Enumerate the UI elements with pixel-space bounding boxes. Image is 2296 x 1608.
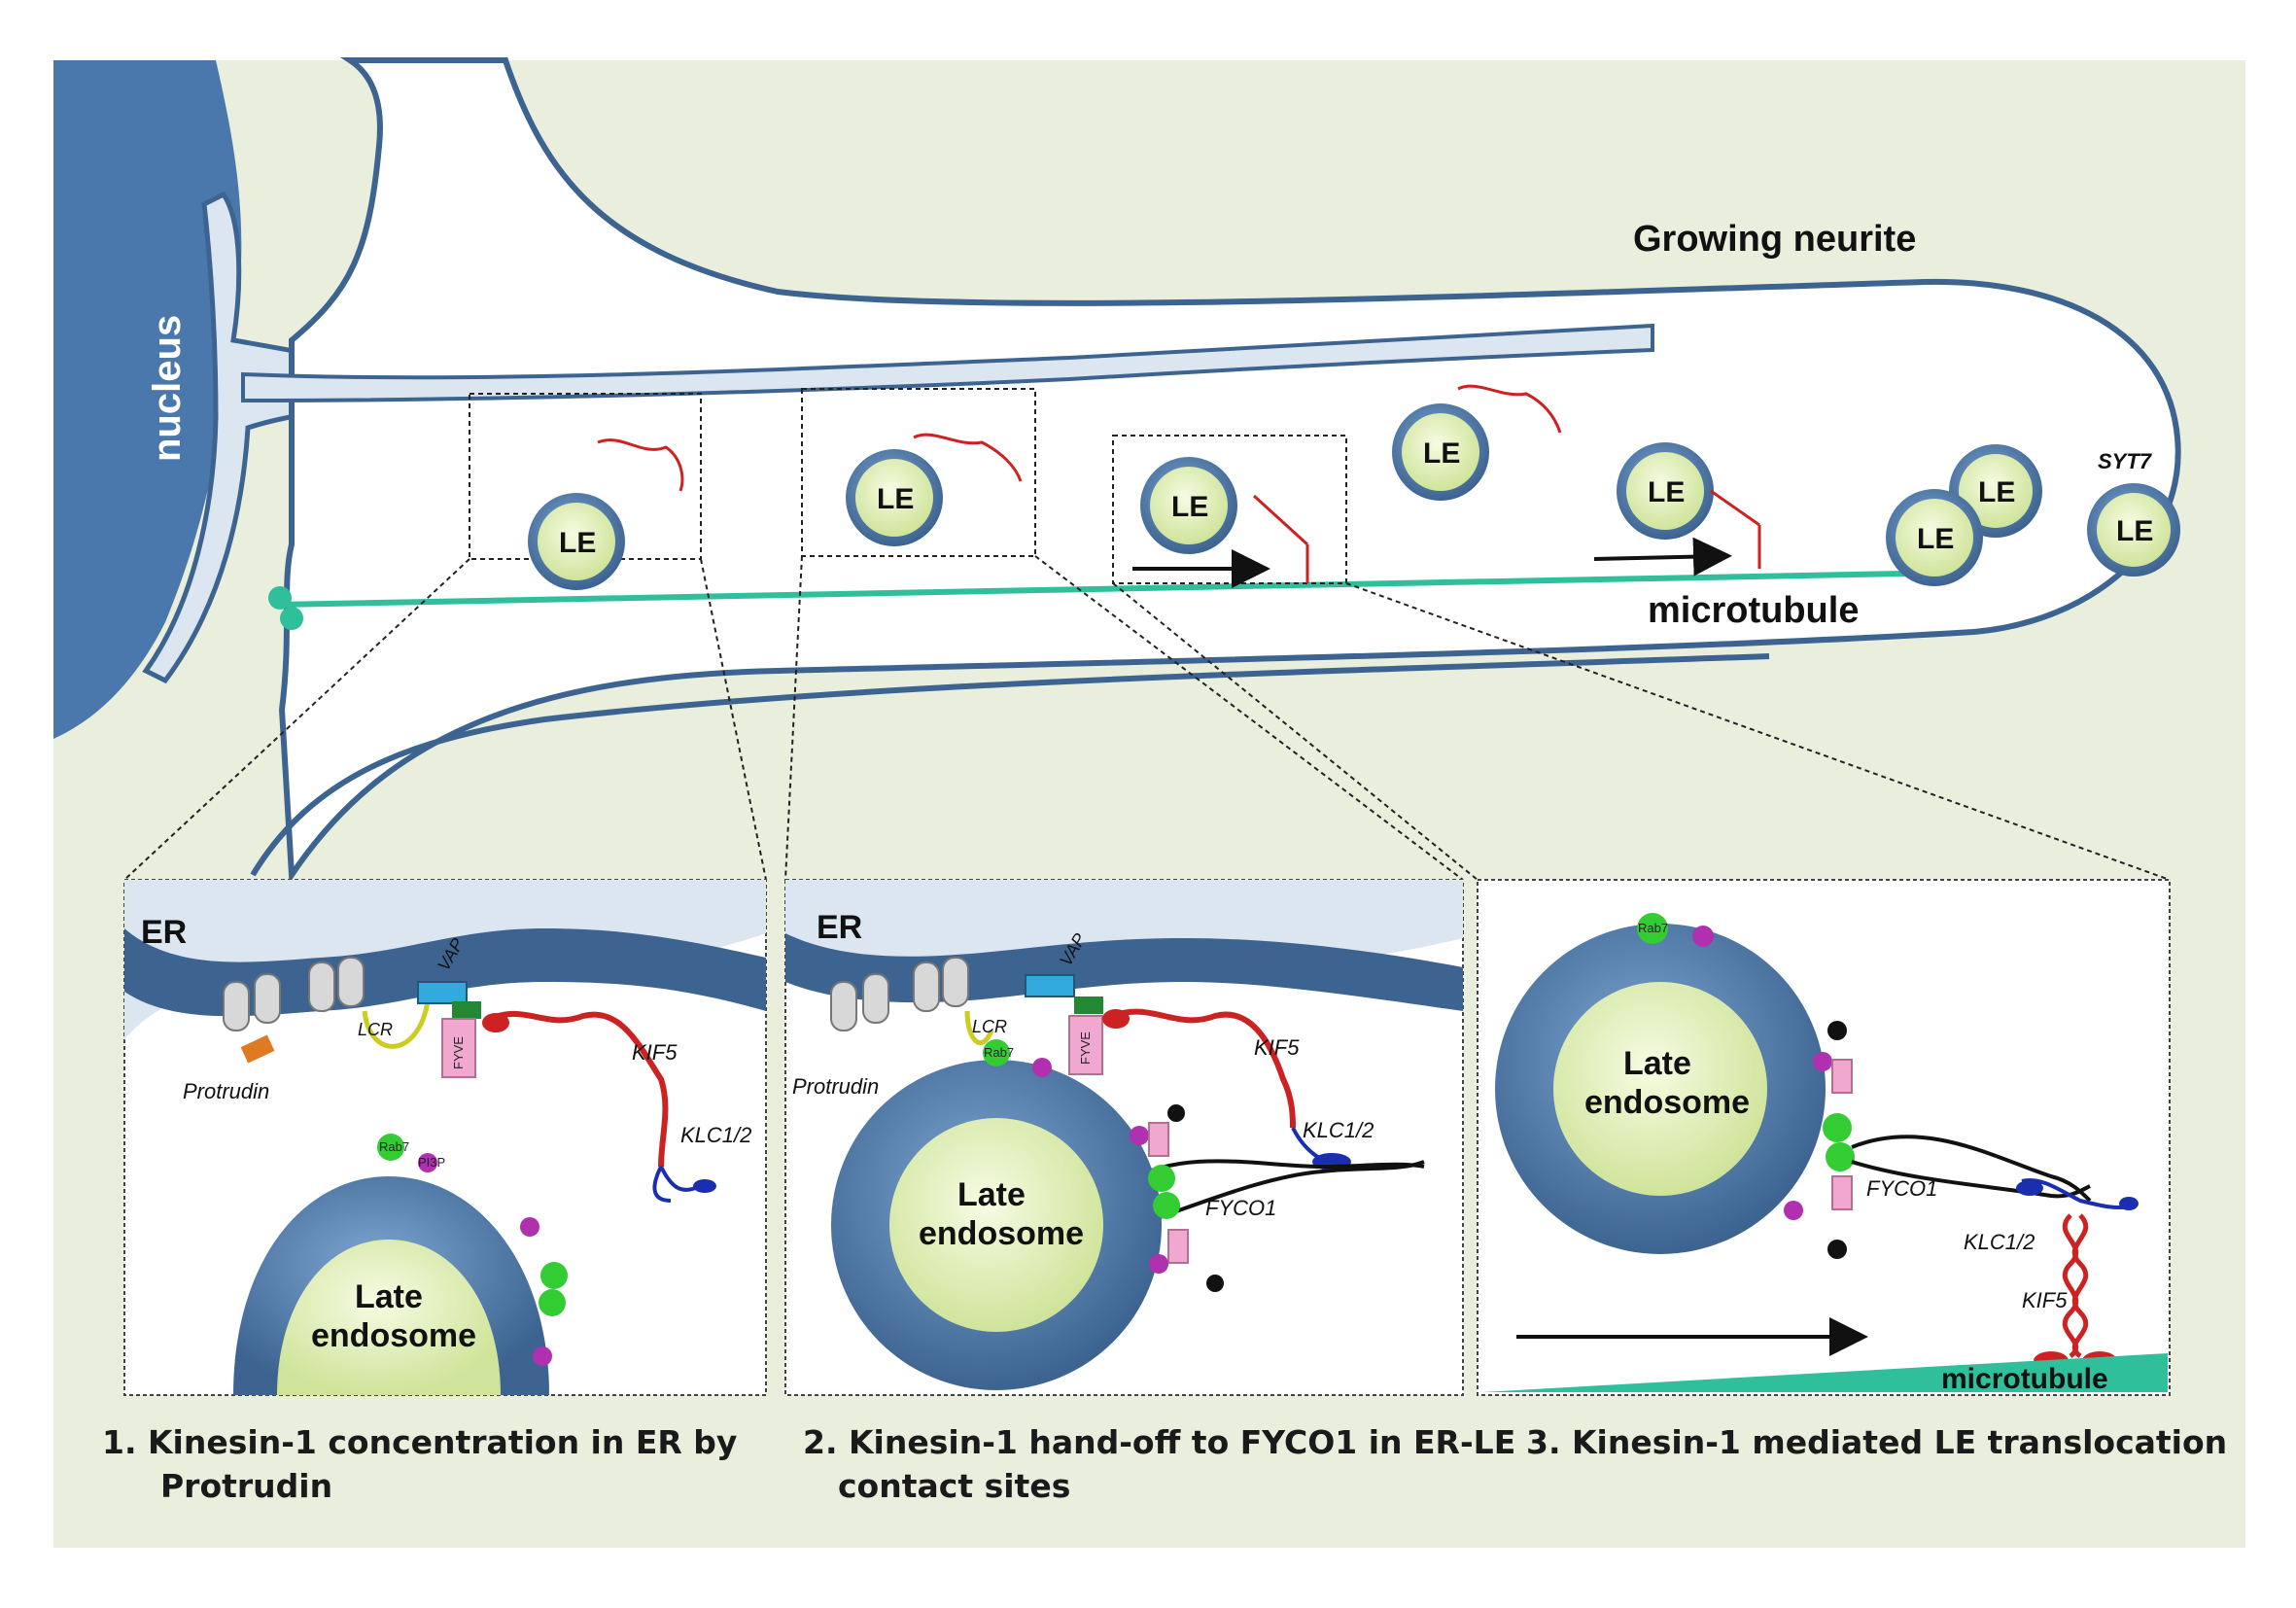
caption-3-line-1: 3. Kinesin-1 mediated LE translocation — [1526, 1423, 2227, 1461]
svg-text:microtubule: microtubule — [1941, 1363, 2108, 1395]
svg-text:Rab7: Rab7 — [379, 1139, 409, 1154]
svg-text:LE: LE — [559, 527, 596, 559]
microtubule-line — [276, 571, 1906, 608]
svg-text:FYVE: FYVE — [1078, 1031, 1093, 1065]
svg-text:FYCO1: FYCO1 — [1205, 1196, 1276, 1220]
svg-text:LE: LE — [1648, 476, 1685, 508]
caption-1-line-1: 1. Kinesin-1 concentration in ER by — [102, 1423, 737, 1461]
zoom-box-2 — [801, 388, 1036, 557]
growing-neurite-label: Growing neurite — [1633, 219, 1916, 260]
svg-text:KLC1/2: KLC1/2 — [1303, 1118, 1374, 1142]
caption-2-line-1: 2. Kinesin-1 hand-off to FYCO1 in ER-LE — [803, 1423, 1515, 1461]
projection-line — [1345, 582, 2171, 881]
panel-1: ER FYVE Protrudin LCR VAP KIF5 KLC1/2 La… — [123, 879, 767, 1396]
svg-text:Late: Late — [1623, 1045, 1691, 1082]
svg-text:Late: Late — [355, 1278, 423, 1315]
svg-text:KLC1/2: KLC1/2 — [680, 1123, 751, 1147]
svg-text:KIF5: KIF5 — [1254, 1035, 1300, 1060]
kif5-squiggle — [913, 433, 1023, 482]
caption-2-line-2: contact sites — [838, 1467, 1070, 1505]
nucleus-shape — [53, 60, 242, 739]
svg-text:Protrudin: Protrudin — [792, 1074, 879, 1099]
kif5-stalk — [1252, 494, 1309, 583]
transport-arrow — [1593, 537, 1732, 577]
svg-text:FYCO1: FYCO1 — [1866, 1176, 1937, 1201]
svg-text:LE: LE — [1978, 476, 2015, 508]
projection-line — [1034, 555, 1464, 881]
svg-text:LCR: LCR — [358, 1020, 393, 1039]
svg-text:ER: ER — [141, 914, 187, 951]
svg-text:endosome: endosome — [1584, 1084, 1750, 1121]
le-vesicle: LE — [1140, 457, 1237, 554]
svg-text:LE: LE — [2116, 515, 2153, 547]
le-vesicle-fusing: LE — [2087, 483, 2180, 577]
panel-2: ER FYVE Protrudin LCR VAP KIF5 KLC1/2 La… — [784, 879, 1464, 1396]
syt7-label: SYT7 — [2098, 449, 2153, 473]
svg-text:KIF5: KIF5 — [632, 1040, 678, 1065]
caption-1-line-2: Protrudin — [160, 1467, 332, 1505]
kif5-stalk — [1710, 489, 1761, 569]
svg-text:endosome: endosome — [311, 1317, 476, 1354]
svg-text:FYVE: FYVE — [451, 1036, 466, 1069]
svg-text:Rab7: Rab7 — [984, 1045, 1014, 1060]
neurite-er-strand — [241, 323, 1654, 403]
nucleus-label: nucleus — [146, 315, 189, 462]
microtubule-end — [280, 607, 303, 630]
svg-text:Protrudin: Protrudin — [183, 1079, 269, 1103]
zoom-box-3 — [1112, 435, 1347, 584]
svg-text:LE: LE — [1171, 491, 1208, 523]
svg-text:KLC1/2: KLC1/2 — [1964, 1230, 2035, 1254]
projection-line — [700, 558, 767, 881]
microtubule-end — [268, 586, 292, 610]
svg-text:Rab7: Rab7 — [1638, 921, 1668, 935]
svg-text:PI3P: PI3P — [418, 1155, 445, 1170]
projection-line — [784, 555, 803, 881]
panel-3: Late endosome Rab7 FYCO1 KLC1/2 KIF5 mic… — [1477, 879, 2171, 1396]
svg-text:LE: LE — [1423, 437, 1460, 470]
neurite-lower-edge — [250, 653, 1770, 877]
microtubule-label: microtubule — [1648, 590, 1859, 631]
le-vesicle: LE — [1886, 489, 1983, 586]
svg-text:Late: Late — [957, 1176, 1026, 1213]
kif5-squiggle — [597, 438, 684, 492]
svg-text:KIF5: KIF5 — [2022, 1288, 2068, 1312]
kif5-squiggle — [1457, 384, 1562, 434]
neurite-body — [278, 57, 2181, 885]
svg-text:endosome: endosome — [919, 1215, 1084, 1252]
le-vesicle: LE — [846, 449, 943, 546]
le-vesicle: LE — [1617, 442, 1714, 540]
le-vesicle: LE — [1392, 403, 1489, 501]
svg-text:LE: LE — [877, 483, 914, 515]
svg-text:LCR: LCR — [972, 1017, 1007, 1036]
svg-text:ER: ER — [817, 909, 862, 946]
le-vesicle: LE — [528, 493, 625, 590]
svg-text:LE: LE — [1917, 523, 1954, 555]
